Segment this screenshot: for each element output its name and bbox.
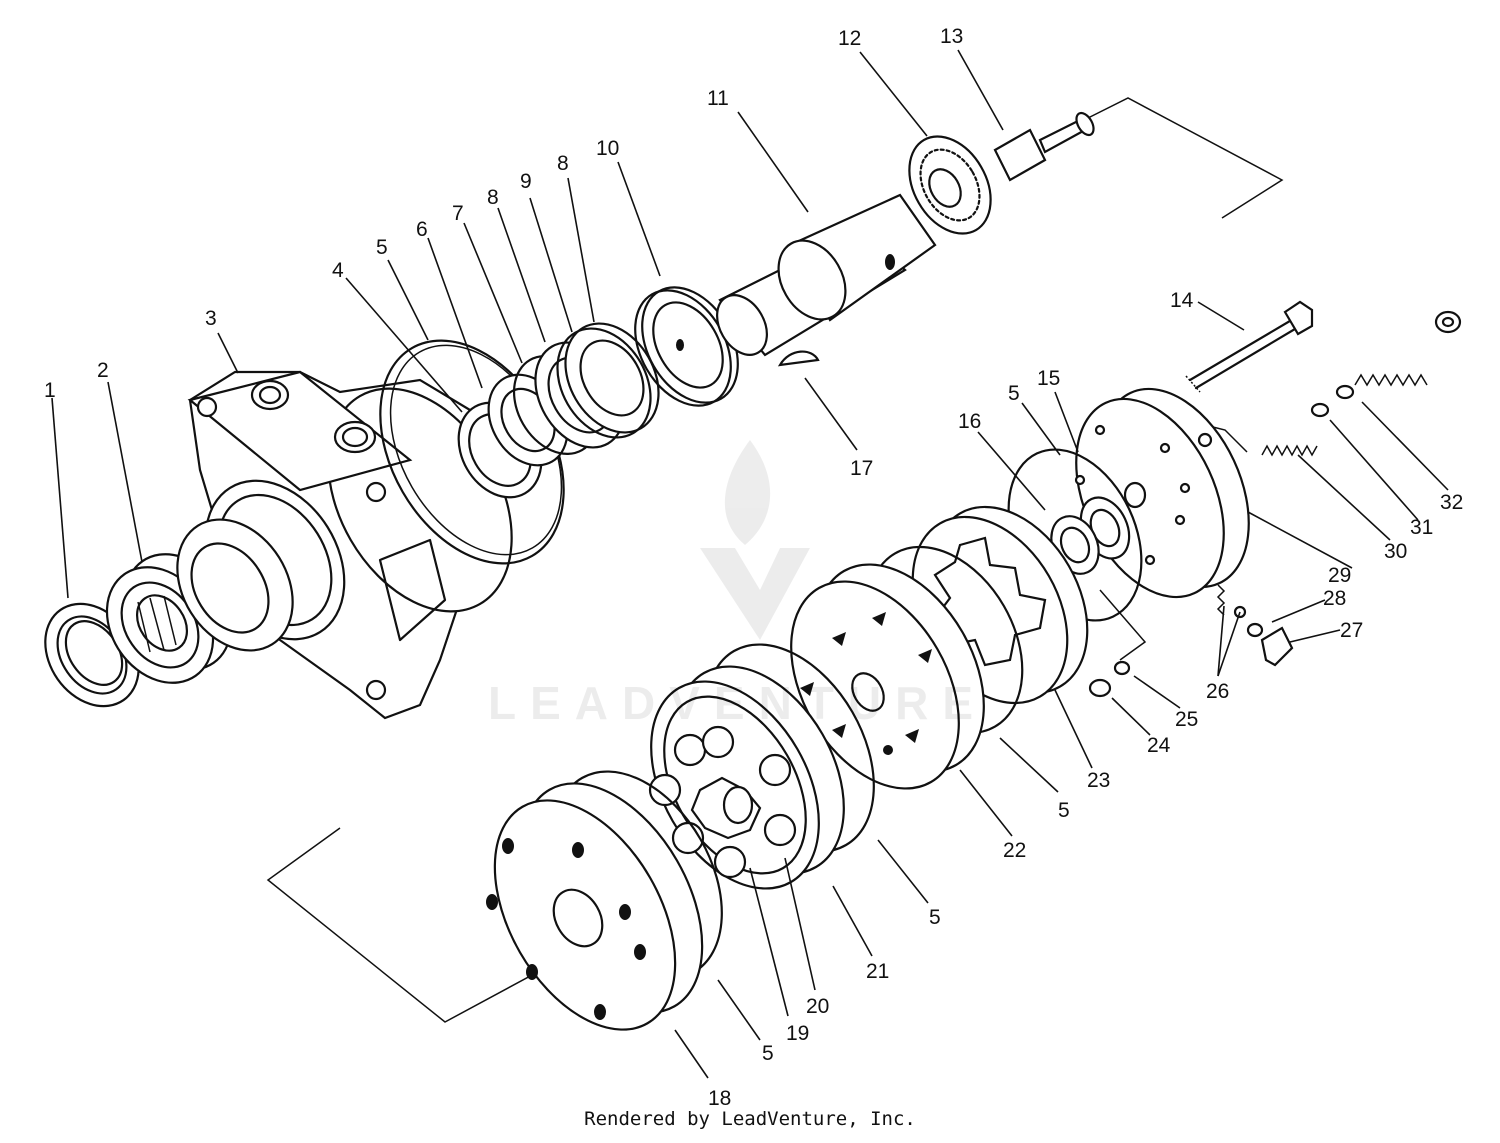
watermark-logo [700,440,810,640]
part-20-roller [648,725,797,879]
callout-19: 19 [786,1022,809,1045]
part-14-bolt [1185,300,1314,393]
callout-17: 17 [850,457,873,480]
callout-27: 27 [1340,619,1363,642]
part-9-bearing-race [556,322,660,439]
callout-8-first: 8 [487,186,499,209]
callout-21: 21 [866,960,889,983]
callout-24: 24 [1147,734,1171,757]
part-30-spring [1261,444,1318,457]
part-22-valve-plate [790,563,985,790]
footer-credit: Rendered by LeadVenture, Inc. [584,1108,916,1130]
callout-32: 32 [1440,491,1463,514]
callout-2: 2 [97,359,109,382]
callout-5-valve-plate: 5 [929,906,941,929]
callout-10: 10 [596,137,619,160]
callout-28: 28 [1323,587,1346,610]
part-32-plug [1434,310,1462,334]
part-24-plug [1088,678,1112,698]
callout-29: 29 [1328,564,1351,587]
callout-5-housing: 5 [376,236,388,259]
callout-4: 4 [332,259,344,282]
leader-lines [51,49,1449,1079]
callout-6: 6 [416,218,428,241]
callout-20: 20 [806,995,829,1018]
callout-15: 15 [1037,367,1060,390]
part-29-end-cap [1074,387,1250,599]
callout-22: 22 [1003,839,1026,862]
part-25-oring [1113,660,1131,676]
part-27-plug [1260,626,1294,667]
watermark-text: LEADVENTURE [488,677,988,729]
callout-30: 30 [1384,540,1407,563]
callout-14: 14 [1170,289,1194,312]
callout-labels: 1 2 3 4 5 6 7 8 8 9 10 11 12 13 14 5 15 … [44,25,1463,1110]
callout-5-endcap: 5 [1008,382,1020,405]
callout-16: 16 [958,410,981,433]
part-10-thrust-bearing [634,286,739,407]
part-28-oring [1246,622,1264,638]
part-12-gear [908,135,992,235]
callout-1: 1 [44,379,56,402]
callout-9: 9 [520,170,532,193]
callout-11: 11 [707,87,729,110]
callout-13: 13 [940,25,963,48]
part-17-key [777,350,820,367]
callout-8-second: 8 [557,152,569,175]
callout-12: 12 [838,27,861,50]
callout-31: 31 [1410,516,1433,539]
callout-5-end-cover: 5 [762,1042,774,1065]
callout-5-manifold: 5 [1058,799,1070,822]
part-19-star [690,776,762,840]
callout-25: 25 [1175,708,1198,731]
part-31-spring [1310,373,1428,418]
callout-7: 7 [452,202,464,225]
part-18-end-cover [486,782,704,1031]
callout-23: 23 [1087,769,1110,792]
part-13-drive-link [993,111,1095,182]
callout-26: 26 [1206,680,1229,703]
part-11-shaft [676,193,937,357]
callout-3: 3 [205,307,217,330]
part-26-check-valve [1216,584,1247,619]
callout-18: 18 [708,1087,731,1110]
